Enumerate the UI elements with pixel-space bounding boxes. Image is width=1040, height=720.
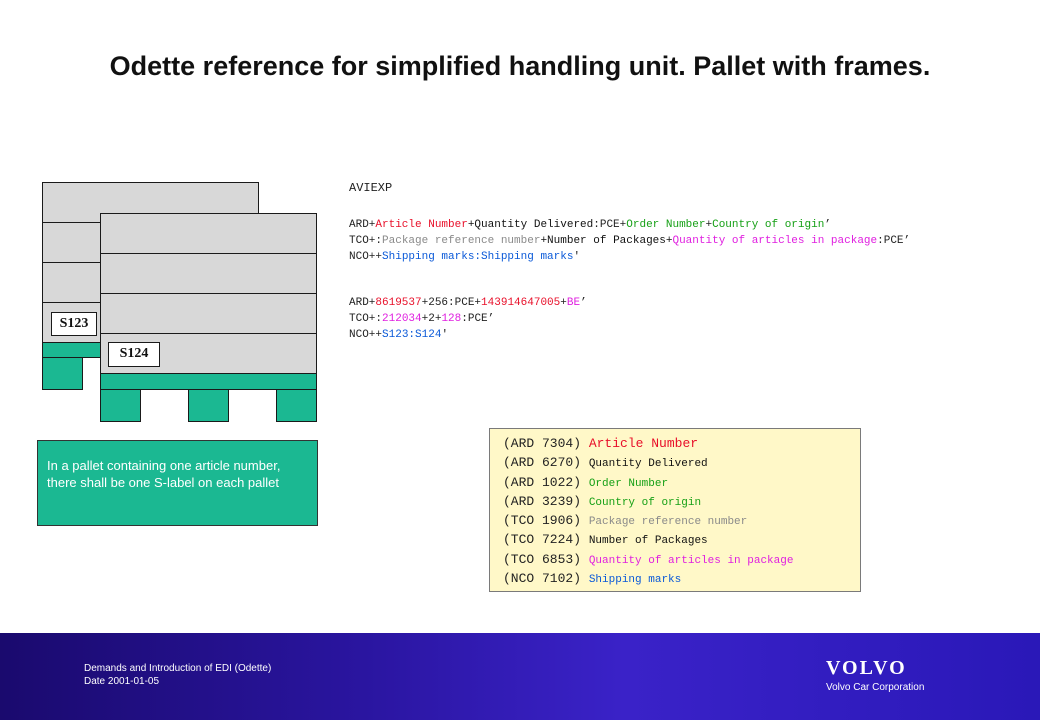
pallet-foot bbox=[276, 389, 317, 422]
code-segment: +256:PCE+ bbox=[421, 297, 482, 309]
legend-name: Package reference number bbox=[588, 516, 748, 529]
legend-name: Number of Packages bbox=[588, 535, 708, 548]
code-segment: Order Number bbox=[626, 219, 706, 231]
pallet-frame bbox=[100, 253, 317, 294]
code-segment: ARD+ bbox=[349, 297, 376, 309]
code-segment: :PCE’ bbox=[877, 235, 911, 247]
legend-name: Shipping marks bbox=[588, 574, 682, 587]
legend-row: (ARD 1022) Order Number bbox=[503, 472, 860, 491]
pallet-foot bbox=[42, 357, 83, 390]
legend-name: Country of origin bbox=[588, 496, 702, 509]
legend-row: (ARD 7304) Article Number bbox=[503, 433, 860, 452]
code-segment: S123:S124 bbox=[382, 329, 442, 341]
code-segment: ' bbox=[573, 251, 581, 263]
legend-row: (TCO 1906) Package reference number bbox=[503, 510, 860, 529]
footer-bar: Demands and Introduction of EDI (Odette)… bbox=[0, 633, 1040, 720]
code-line: NCO++S123:S124' bbox=[349, 327, 587, 343]
code-segment: + bbox=[705, 219, 713, 231]
code-segment: ’ bbox=[580, 297, 587, 309]
code-segment: ARD+ bbox=[349, 219, 376, 231]
footer-doc-title: Demands and Introduction of EDI (Odette) bbox=[84, 663, 272, 674]
legend-code: (ARD 6270) bbox=[503, 455, 589, 471]
company-name: Volvo Car Corporation bbox=[826, 682, 925, 693]
code-segment: Country of origin bbox=[712, 219, 825, 231]
legend-name: Order Number bbox=[588, 477, 669, 490]
legend-name: Article Number bbox=[588, 436, 699, 451]
pallet-foot bbox=[100, 389, 141, 422]
code-segment: +Quantity Delivered bbox=[467, 219, 594, 231]
code-segment: ’ bbox=[824, 219, 831, 231]
legend-code: (ARD 7304) bbox=[503, 436, 589, 451]
code-segment: :PCE’ bbox=[461, 313, 495, 325]
code-segment: +Number of Packages+ bbox=[540, 235, 673, 247]
footer-date: Date 2001-01-05 bbox=[84, 676, 160, 687]
code-segment: NCO++ bbox=[349, 251, 383, 263]
s-label: S123 bbox=[51, 312, 97, 336]
code-segment: + bbox=[560, 297, 567, 309]
legend-row: (ARD 3239) Country of origin bbox=[503, 491, 860, 510]
code-segment: Quantity of articles in package bbox=[672, 235, 878, 247]
note-box: In a pallet containing one article numbe… bbox=[37, 440, 318, 526]
code-line: ARD+Article Number+Quantity Delivered:PC… bbox=[349, 217, 910, 233]
code-segment: Article Number bbox=[375, 219, 468, 231]
legend-row: (ARD 6270) Quantity Delivered bbox=[503, 452, 860, 471]
pallet-foot bbox=[188, 389, 229, 422]
code-segment: 143914647005 bbox=[481, 297, 561, 309]
code-block-template: ARD+Article Number+Quantity Delivered:PC… bbox=[349, 217, 910, 265]
code-segment: BE bbox=[566, 297, 581, 309]
code-segment: 212034 bbox=[382, 313, 422, 325]
volvo-logo: VOLVO Volvo Car Corporation bbox=[826, 657, 924, 695]
page-title: Odette reference for simplified handling… bbox=[109, 51, 931, 81]
legend-name: Quantity of articles in package bbox=[588, 554, 794, 567]
code-segment: 8619537 bbox=[375, 297, 422, 309]
footer-info: Demands and Introduction of EDI (Odette)… bbox=[84, 662, 271, 688]
legend-code: (TCO 7224) bbox=[503, 532, 589, 548]
code-segment: Package reference number bbox=[382, 235, 541, 247]
message-type: AVIEXP bbox=[349, 181, 393, 195]
element-legend: (ARD 7304) Article Number(ARD 6270) Quan… bbox=[489, 428, 861, 592]
legend-code: (ARD 1022) bbox=[503, 474, 589, 490]
code-segment: +2+ bbox=[421, 313, 442, 325]
legend-row: (NCO 7102) Shipping marks bbox=[503, 568, 860, 587]
code-line: TCO+:212034+2+128:PCE’ bbox=[349, 311, 587, 327]
legend-code: (TCO 6853) bbox=[503, 551, 589, 567]
code-segment: NCO++ bbox=[349, 329, 383, 341]
code-line: ARD+8619537+256:PCE+143914647005+BE’ bbox=[349, 295, 587, 311]
code-line: TCO+:Package reference number+Number of … bbox=[349, 233, 910, 249]
code-block-example: ARD+8619537+256:PCE+143914647005+BE’TCO+… bbox=[349, 295, 587, 343]
code-segment: 128 bbox=[441, 313, 462, 325]
pallet-deck bbox=[100, 373, 317, 390]
legend-code: (TCO 1906) bbox=[503, 513, 589, 529]
legend-row: (TCO 6853) Quantity of articles in packa… bbox=[503, 549, 860, 568]
legend-code: (ARD 3239) bbox=[503, 493, 589, 509]
legend-name: Quantity Delivered bbox=[588, 458, 708, 471]
code-segment: TCO+: bbox=[349, 235, 383, 247]
code-segment: :PCE+ bbox=[593, 219, 627, 231]
code-segment: Shipping marks:Shipping marks bbox=[382, 251, 574, 263]
code-segment: TCO+: bbox=[349, 313, 383, 325]
pallet-frame bbox=[100, 213, 317, 254]
s-label: S124 bbox=[108, 342, 160, 367]
logo-wordmark: VOLVO bbox=[826, 657, 907, 679]
legend-code: (NCO 7102) bbox=[503, 571, 589, 587]
pallet-frame bbox=[100, 293, 317, 334]
code-segment: ' bbox=[441, 329, 449, 341]
code-line: NCO++Shipping marks:Shipping marks' bbox=[349, 249, 910, 265]
legend-row: (TCO 7224) Number of Packages bbox=[503, 529, 860, 548]
